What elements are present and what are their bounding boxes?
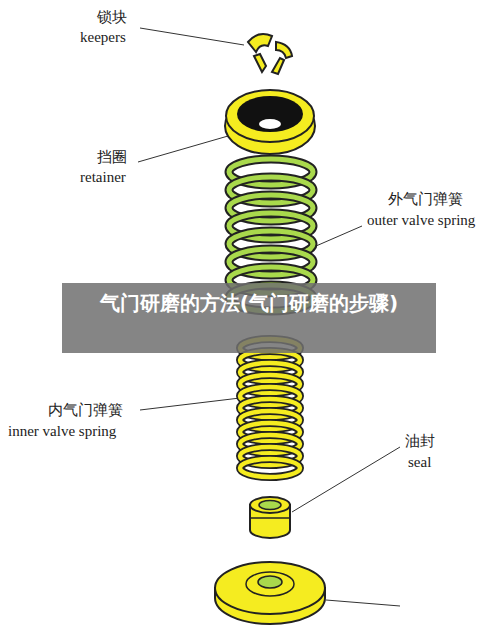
inner-spring — [240, 339, 300, 477]
keeper-half — [272, 58, 284, 74]
spring-seat — [215, 562, 325, 624]
leader-line — [140, 398, 240, 410]
seal-bore — [259, 501, 281, 510]
part-name: retainer — [80, 168, 126, 186]
part-name: seal — [408, 453, 431, 471]
leader-line — [292, 447, 400, 512]
leader-line — [326, 600, 400, 606]
part-name: outer valve spring — [367, 211, 475, 229]
seat-bore — [258, 576, 282, 588]
retainer-cup — [237, 96, 303, 132]
part-name: 外气门弹簧 — [388, 190, 463, 208]
seal-groove — [250, 517, 290, 519]
part-name: inner valve spring — [8, 422, 116, 440]
keeper-half — [254, 54, 266, 72]
seat-disk — [215, 562, 325, 614]
part-name: 挡圈 — [97, 148, 127, 166]
keeper-half — [248, 34, 272, 52]
keeper-half — [276, 42, 292, 58]
part-name: 内气门弹簧 — [48, 401, 123, 419]
leader-line — [140, 28, 244, 45]
leader-line — [316, 226, 362, 246]
seal-top — [250, 497, 290, 513]
retainer-hole — [259, 119, 281, 129]
part-name: keepers — [80, 28, 126, 46]
seat-boss — [246, 572, 294, 596]
retainer-rim — [226, 90, 314, 142]
valve-seal — [250, 497, 290, 538]
part-name: 油封 — [405, 432, 435, 450]
leader-line — [138, 136, 228, 162]
coil — [240, 459, 300, 477]
watermark: 气门研磨的方法(气门研磨的步骤) — [66, 288, 432, 318]
coil-outline — [240, 459, 300, 477]
part-name: 锁块 — [97, 8, 127, 26]
watermark-band — [62, 283, 436, 353]
